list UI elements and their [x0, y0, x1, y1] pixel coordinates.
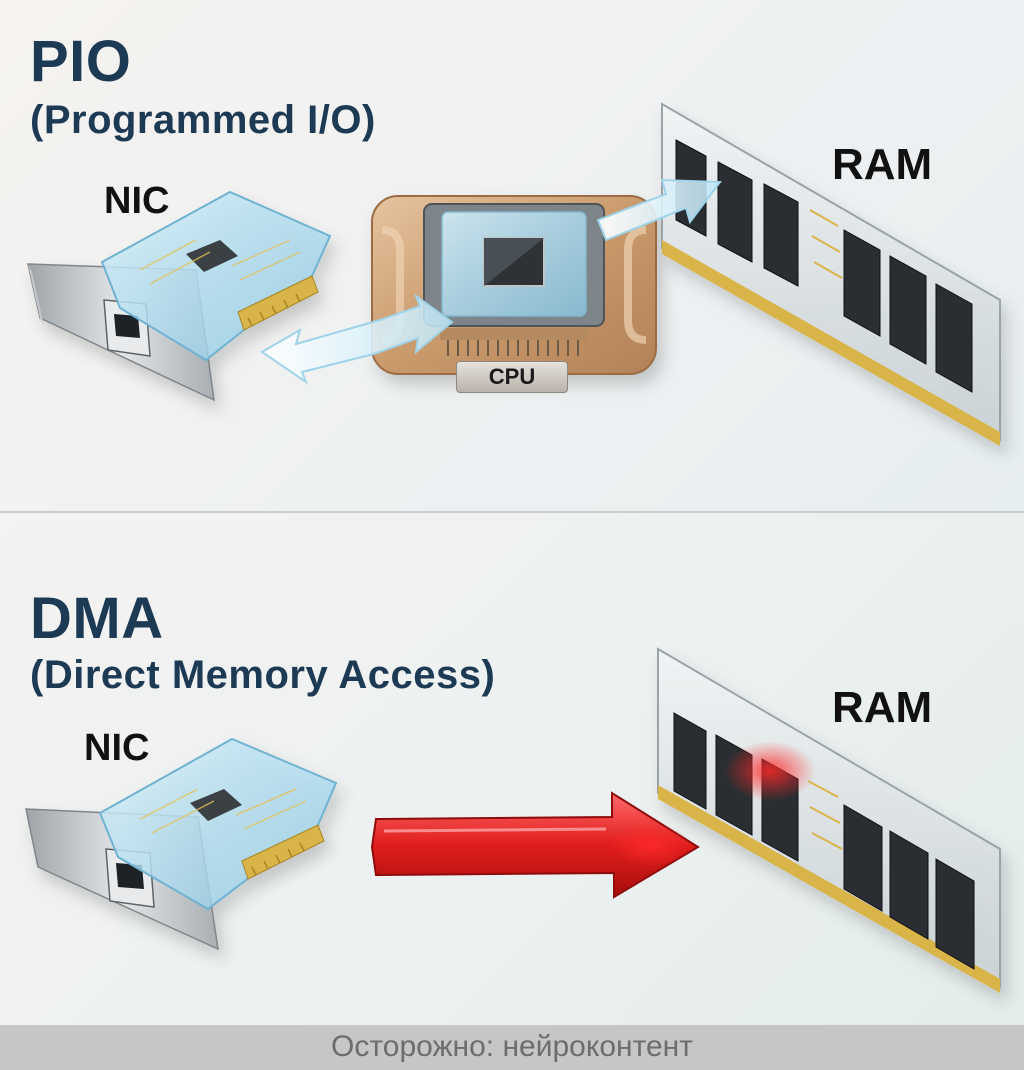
pio-cpu: [371, 195, 657, 375]
pio-panel: PIO (Programmed I/O) NIC RAM CPU: [0, 0, 1024, 512]
dma-ram-label: RAM: [832, 683, 933, 732]
pio-nic-label: NIC: [104, 180, 170, 222]
pio-ram-module: [661, 102, 1001, 446]
pio-nic-card: [27, 190, 332, 402]
footer-disclaimer: Осторожно: нейроконтент: [0, 1025, 1024, 1070]
pio-arrow-nic-to-cpu: [260, 293, 454, 385]
pio-diagram: [27, 102, 1001, 446]
pio-title: PIO: [30, 29, 132, 94]
dma-nic-label: NIC: [84, 727, 150, 769]
panel-divider: [0, 511, 1024, 513]
dma-title: DMA: [30, 586, 164, 651]
pio-ram-label: RAM: [832, 140, 933, 189]
pio-subtitle: (Programmed I/O): [30, 98, 376, 142]
dma-diagram: [25, 647, 1001, 993]
dma-subtitle: (Direct Memory Access): [30, 653, 496, 697]
dma-panel: DMA (Direct Memory Access) NIC RAM: [0, 513, 1024, 1025]
pio-arrow-cpu-to-ram: [596, 178, 722, 242]
dma-arrow-nic-to-ram: [370, 791, 700, 899]
dma-ram-module: [657, 647, 1001, 993]
pio-cpu-label: CPU: [456, 361, 568, 393]
dma-nic-card: [25, 737, 338, 951]
